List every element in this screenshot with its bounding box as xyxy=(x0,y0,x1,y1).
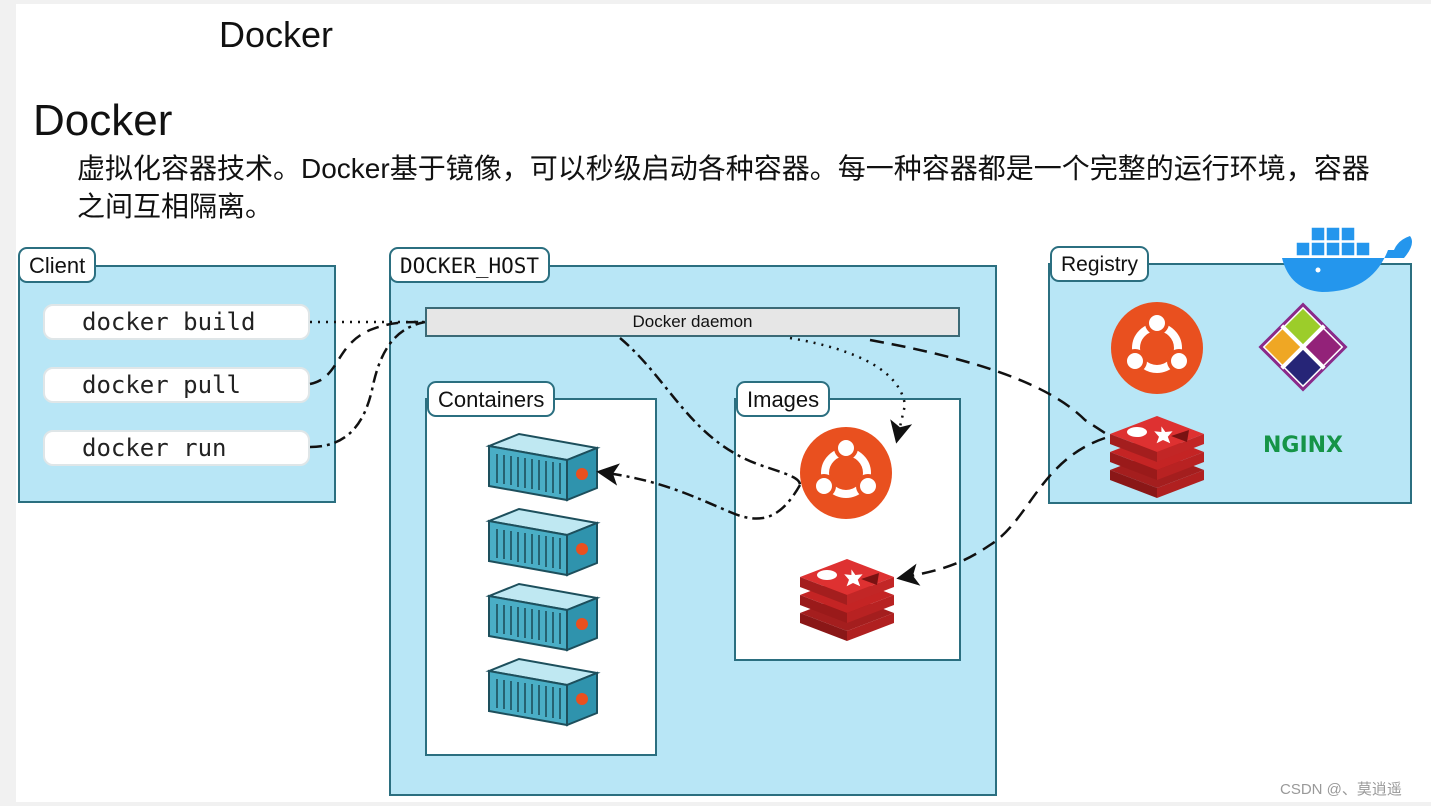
registry-panel xyxy=(1048,263,1412,504)
nginx-logo-icon: NGINX xyxy=(1263,433,1343,458)
pull-connector xyxy=(309,320,426,386)
docker-build-command: docker build xyxy=(43,304,310,340)
daemon-to-ubuntu-run xyxy=(619,337,802,486)
container-icon-4 xyxy=(488,658,598,726)
image-to-container-run xyxy=(596,463,802,520)
redis-image-icon xyxy=(800,559,894,641)
docker-host-label: DOCKER_HOST xyxy=(389,247,551,283)
docker-daemon-bar: Docker daemon xyxy=(425,307,960,337)
watermark: CSDN @、莫逍遥 xyxy=(1280,781,1402,798)
daemon-to-registry-pull xyxy=(869,338,1109,437)
docker-whale-icon xyxy=(1282,226,1412,292)
container-icon-1 xyxy=(488,433,598,501)
centos-registry-icon xyxy=(1258,302,1348,392)
page-title-small: Docker xyxy=(219,14,334,55)
run-connector xyxy=(309,320,426,449)
container-icon-3 xyxy=(488,583,598,651)
docker-pull-command: docker pull xyxy=(43,367,310,403)
registry-to-image-pull xyxy=(896,436,1106,586)
docker-run-command: docker run xyxy=(43,430,310,466)
ubuntu-image-icon xyxy=(800,427,892,519)
containers-label: Containers xyxy=(427,381,556,417)
container-icon-2 xyxy=(488,508,598,576)
ubuntu-registry-icon xyxy=(1111,302,1203,394)
images-label: Images xyxy=(736,381,831,417)
registry-label: Registry xyxy=(1050,246,1150,282)
daemon-to-image-build xyxy=(789,336,913,444)
connector-lines xyxy=(309,320,1109,586)
client-label: Client xyxy=(18,247,97,283)
description-text: 虚拟化容器技术。Docker基于镜像，可以秒级启动各种容器。每一种容器都是一个完… xyxy=(77,153,1370,222)
redis-registry-icon xyxy=(1110,416,1204,498)
page-title: Docker xyxy=(33,96,173,145)
